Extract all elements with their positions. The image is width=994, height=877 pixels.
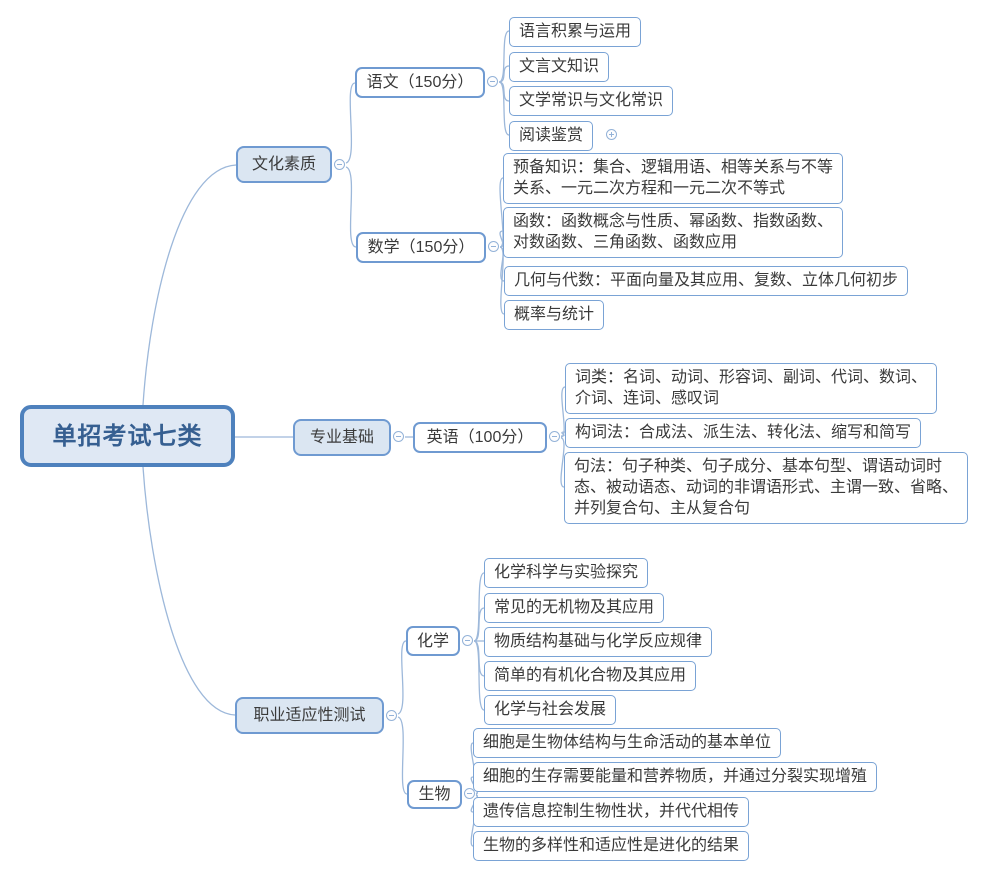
leaf-bio-cell-energy[interactable]: 细胞的生存需要能量和营养物质，并通过分裂实现增殖: [473, 762, 878, 792]
leaf-english-word-formation[interactable]: 构词法：合成法、派生法、转化法、缩写和简写: [565, 418, 922, 448]
leaf-bio-genetic-info[interactable]: 遗传信息控制生物性状，并代代相传: [473, 797, 750, 827]
collapse-icon[interactable]: [549, 431, 560, 442]
collapse-icon[interactable]: [488, 241, 499, 252]
leaf-chem-structure-reaction[interactable]: 物质结构基础与化学反应规律: [484, 627, 713, 657]
leaf-chem-science-experiment[interactable]: 化学科学与实验探究: [484, 558, 649, 588]
root-topic[interactable]: 单招考试七类: [20, 405, 235, 467]
leaf-bio-diversity-evolution[interactable]: 生物的多样性和适应性是进化的结果: [473, 831, 750, 861]
node-chinese-150[interactable]: 语文（150分）: [355, 67, 485, 98]
leaf-math-probability-statistics[interactable]: 概率与统计: [504, 300, 605, 330]
leaf-math-functions[interactable]: 函数：函数概念与性质、幂函数、指数函数、 对数函数、三角函数、函数应用: [503, 207, 844, 258]
leaf-chinese-classical-knowledge[interactable]: 文言文知识: [509, 52, 610, 82]
collapse-icon[interactable]: [487, 76, 498, 87]
expand-icon[interactable]: [606, 129, 617, 140]
leaf-math-preparatory-knowledge[interactable]: 预备知识：集合、逻辑用语、相等关系与不等 关系、一元二次方程和一元二次不等式: [503, 153, 844, 204]
node-chemistry[interactable]: 化学: [406, 626, 460, 656]
node-math-150[interactable]: 数学（150分）: [356, 232, 486, 263]
branch-vocational-aptitude-test[interactable]: 职业适应性测试: [235, 697, 384, 734]
leaf-chem-inorganic[interactable]: 常见的无机物及其应用: [484, 593, 665, 623]
collapse-icon[interactable]: [393, 431, 404, 442]
node-english-100[interactable]: 英语（100分）: [413, 422, 547, 453]
branch-professional-basis[interactable]: 专业基础: [293, 419, 391, 456]
leaf-chem-organic[interactable]: 简单的有机化合物及其应用: [484, 661, 697, 691]
leaf-chinese-language-accumulation[interactable]: 语言积累与运用: [509, 17, 642, 47]
leaf-chem-society[interactable]: 化学与社会发展: [484, 695, 617, 725]
leaf-english-syntax[interactable]: 句法：句子种类、句子成分、基本句型、谓语动词时 态、被动语态、动词的非谓语形式、…: [564, 452, 969, 524]
leaf-chinese-reading-appreciation[interactable]: 阅读鉴赏: [509, 121, 594, 151]
leaf-chinese-literary-common-sense[interactable]: 文学常识与文化常识: [509, 86, 674, 116]
leaf-bio-cell-basic-unit[interactable]: 细胞是生物体结构与生命活动的基本单位: [473, 728, 782, 758]
collapse-icon[interactable]: [464, 788, 475, 799]
collapse-icon[interactable]: [334, 159, 345, 170]
collapse-icon[interactable]: [462, 635, 473, 646]
node-biology[interactable]: 生物: [407, 780, 462, 809]
leaf-math-geometry-algebra[interactable]: 几何与代数：平面向量及其应用、复数、立体几何初步: [504, 266, 909, 296]
branch-cultural-quality[interactable]: 文化素质: [236, 146, 332, 183]
collapse-icon[interactable]: [386, 710, 397, 721]
leaf-english-word-classes[interactable]: 词类：名词、动词、形容词、副词、代词、数词、 介词、连词、感叹词: [565, 363, 938, 414]
